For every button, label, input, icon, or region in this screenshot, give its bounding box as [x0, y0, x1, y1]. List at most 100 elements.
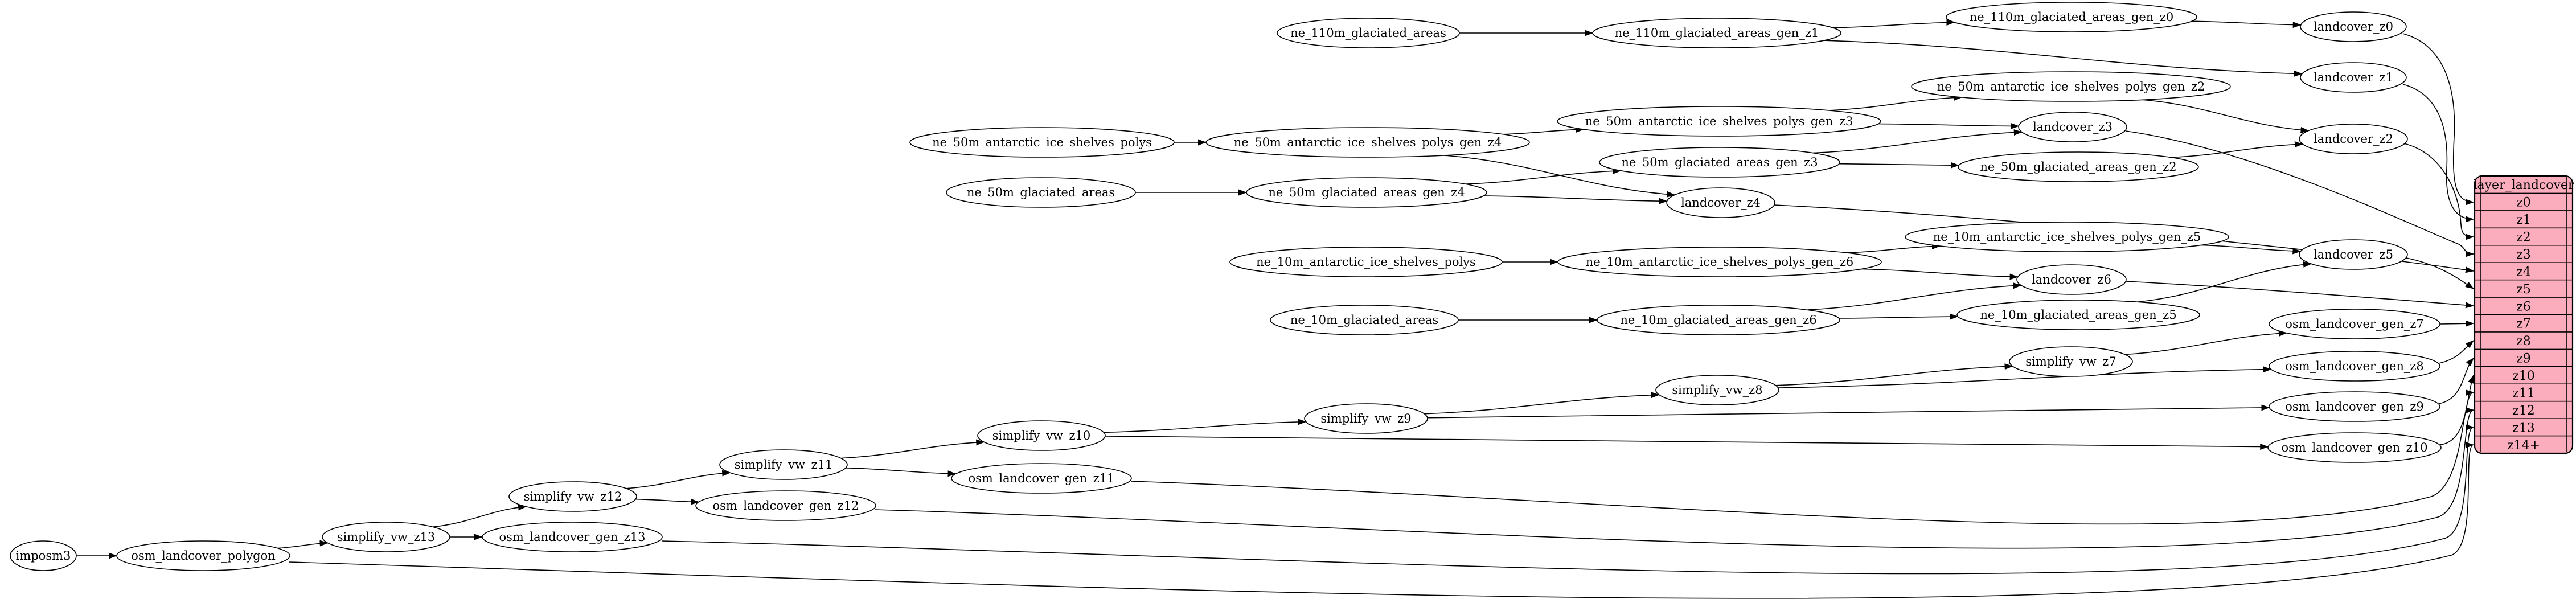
node-label: osm_landcover_gen_z9	[2285, 400, 2424, 413]
edge-ne-10m-glaciated-areas-gen-z5-to-landcover-z5	[2137, 261, 2312, 303]
edge-ne-50m-glaciated-areas-gen-z4-to-landcover-z4	[1483, 195, 1668, 204]
node-osm-landcover-gen-z8: osm_landcover_gen_z8	[2269, 351, 2440, 382]
node-ne-110m-glaciated-areas-gen-z1: ne_110m_glaciated_areas_gen_z1	[1592, 18, 1841, 48]
node-label: simplify_vw_z13	[337, 530, 436, 544]
table-row-label: z4	[2516, 265, 2531, 279]
edge-ne-10m-glaciated-areas-gen-z6-to-landcover-z6	[1807, 282, 2022, 310]
table-row-z14plus: z14+	[2507, 438, 2540, 453]
edge-ne-10m-antarctic-ice-shelves-polys-gen-z6-to-landcover-z6	[1861, 268, 2019, 280]
edge-simplify-vw-z11-to-osm-landcover-gen-z11	[846, 468, 957, 477]
node-label: osm_landcover_gen_z13	[499, 530, 646, 544]
edge-osm-landcover-gen-z8-to-row-z8	[2438, 340, 2474, 364]
table-row-z6: z6	[2516, 300, 2531, 314]
node-label: simplify_vw_z11	[735, 458, 833, 471]
edge-ne-10m-glaciated-areas-gen-z6-to-ne-10m-glaciated-areas-gen-z5	[1839, 313, 1959, 320]
table-row-z12: z12	[2512, 404, 2535, 418]
table-row-label: z0	[2516, 196, 2531, 210]
table-row-label: z5	[2516, 282, 2531, 297]
edge-osm-landcover-polygon-to-simplify-vw-z13	[277, 540, 329, 549]
node-ne-10m-glaciated-areas: ne_10m_glaciated_areas	[1270, 305, 1459, 335]
node-label: landcover_z4	[1681, 196, 1761, 210]
node-label: ne_50m_antarctic_ice_shelves_polys_gen_z…	[1585, 114, 1853, 128]
table-row-label: z12	[2512, 404, 2535, 418]
node-label: ne_110m_glaciated_areas	[1290, 26, 1446, 40]
node-ne-110m-glaciated-areas-gen-z0: ne_110m_glaciated_areas_gen_z0	[1946, 2, 2197, 32]
edge-osm-landcover-gen-z12-to-row-z12	[875, 407, 2474, 549]
node-ne-10m-antarctic-ice-shelves-polys: ne_10m_antarctic_ice_shelves_polys	[1229, 247, 1503, 277]
node-landcover-z6: landcover_z6	[2016, 264, 2127, 295]
node-ne-10m-antarctic-ice-shelves-polys-gen-z5: ne_10m_antarctic_ice_shelves_polys_gen_z…	[1905, 222, 2229, 252]
edge-simplify-vw-z10-to-simplify-vw-z9	[1104, 419, 1307, 433]
node-label: osm_landcover_gen_z8	[2285, 359, 2424, 373]
node-label: ne_50m_antarctic_ice_shelves_polys_gen_z…	[1937, 80, 2205, 93]
edge-osm-landcover-polygon-to-row-z14-	[289, 442, 2474, 599]
table-row-z10: z10	[2512, 369, 2535, 383]
node-label: osm_landcover_gen_z10	[2282, 441, 2428, 454]
table-row-z3: z3	[2516, 248, 2531, 262]
node-ne-10m-glaciated-areas-gen-z6: ne_10m_glaciated_areas_gen_z6	[1597, 305, 1840, 335]
edge-simplify-vw-z12-to-simplify-vw-z11	[626, 470, 731, 489]
node-ne-10m-antarctic-ice-shelves-polys-gen-z6: ne_10m_antarctic_ice_shelves_polys_gen_z…	[1557, 247, 1882, 277]
node-ne-50m-glaciated-areas: ne_50m_glaciated_areas	[946, 177, 1136, 208]
table-row-label: z13	[2512, 421, 2535, 435]
table-row-z5: z5	[2516, 282, 2531, 297]
table-row-label: z3	[2516, 248, 2531, 262]
node-label: ne_50m_antarctic_ice_shelves_polys_gen_z…	[1234, 136, 1502, 149]
node-label: ne_110m_glaciated_areas_gen_z0	[1970, 10, 2174, 24]
edge-osm-landcover-gen-z11-to-row-z11	[1130, 389, 2474, 525]
table-row-z1: z1	[2516, 213, 2531, 227]
table-row-z8: z8	[2516, 334, 2531, 348]
edge-ne-50m-antarctic-ice-shelves-polys-gen-z2-to-landcover-z2	[2142, 99, 2310, 133]
edge-ne-50m-glaciated-areas-gen-z3-to-ne-50m-glaciated-areas-gen-z2	[1839, 162, 1960, 169]
node-ne-50m-antarctic-ice-shelves-polys: ne_50m_antarctic_ice_shelves_polys	[909, 127, 1175, 158]
table-row-z7: z7	[2516, 317, 2531, 331]
table-row-label: z7	[2516, 317, 2531, 331]
edge-simplify-vw-z9-to-simplify-vw-z8	[1424, 392, 1660, 415]
node-label: landcover_z2	[2314, 132, 2393, 146]
table-row-z0: z0	[2516, 196, 2531, 210]
node-label: landcover_z1	[2314, 71, 2393, 84]
edge-ne-50m-glaciated-areas-gen-z3-to-landcover-z3	[1812, 129, 2023, 154]
node-ne-50m-glaciated-areas-gen-z2: ne_50m_glaciated_areas_gen_z2	[1958, 151, 2199, 182]
edge-landcover-z5-to-row-z5	[2406, 257, 2474, 289]
edge-simplify-vw-z8-to-simplify-vw-z7	[1775, 363, 2013, 386]
node-label: landcover_z5	[2314, 248, 2393, 261]
node-landcover-z3: landcover_z3	[2018, 112, 2127, 142]
node-osm-landcover-gen-z7: osm_landcover_gen_z7	[2269, 309, 2440, 339]
node-label: landcover_z3	[2033, 120, 2113, 134]
edge-landcover-z2-to-row-z2	[2403, 143, 2474, 240]
node-label: ne_10m_antarctic_ice_shelves_polys	[1256, 255, 1476, 269]
table-row-label: z1	[2516, 213, 2531, 227]
layer-landcover-table: layer_landcoverz0z1z2z3z4z5z6z7z8z9z10z1…	[2473, 175, 2574, 454]
edge-ne-110m-glaciated-areas-gen-z0-to-landcover-z0	[2192, 20, 2302, 28]
table-row-label: z10	[2512, 369, 2535, 383]
edge-simplify-vw-z7-to-osm-landcover-gen-z7	[2124, 330, 2287, 355]
node-ne-10m-glaciated-areas-gen-z5: ne_10m_glaciated_areas_gen_z5	[1956, 300, 2200, 330]
node-simplify-vw-z9: simplify_vw_z9	[1304, 403, 1428, 434]
node-label: ne_10m_antarctic_ice_shelves_polys_gen_z…	[1933, 230, 2201, 244]
node-ne-50m-antarctic-ice-shelves-polys-gen-z2: ne_50m_antarctic_ice_shelves_polys_gen_z…	[1911, 71, 2231, 102]
edge-simplify-vw-z12-to-osm-landcover-gen-z12	[635, 498, 700, 505]
node-label: simplify_vw_z9	[1320, 412, 1411, 425]
table-row-z11: z11	[2512, 386, 2535, 400]
table-row-label: z9	[2516, 352, 2531, 366]
table-row-z2: z2	[2516, 231, 2531, 245]
edge-landcover-z0-to-row-z0	[2402, 33, 2474, 206]
node-osm-landcover-gen-z10: osm_landcover_gen_z10	[2267, 432, 2442, 463]
edge-landcover-z6-to-row-z6	[2125, 281, 2474, 309]
node-label: ne_50m_antarctic_ice_shelves_polys	[932, 136, 1152, 149]
node-label: ne_10m_glaciated_areas	[1290, 313, 1438, 327]
node-simplify-vw-z10: simplify_vw_z10	[977, 420, 1106, 451]
edge-ne-50m-glaciated-areas-gen-z4-to-ne-50m-glaciated-areas-gen-z3	[1465, 167, 1622, 184]
node-label: simplify_vw_z8	[1672, 383, 1762, 397]
edge-simplify-vw-z9-to-osm-landcover-gen-z9	[1427, 404, 2270, 419]
edge-ne-10m-antarctic-ice-shelves-polys-gen-z5-to-landcover-z5	[2201, 244, 2302, 255]
node-simplify-vw-z11: simplify_vw_z11	[719, 449, 848, 480]
node-label: osm_landcover_gen_z7	[2285, 317, 2424, 331]
node-simplify-vw-z13: simplify_vw_z13	[322, 522, 450, 552]
edge-ne-50m-glaciated-areas-gen-z2-to-landcover-z2	[2171, 141, 2303, 158]
node-osm-landcover-gen-z9: osm_landcover_gen_z9	[2269, 391, 2440, 422]
edge-ne-50m-antarctic-ice-shelves-polys-gen-z4-to-ne-50m-antarctic-ice-shelves-polys-gen-z3	[1503, 126, 1585, 135]
